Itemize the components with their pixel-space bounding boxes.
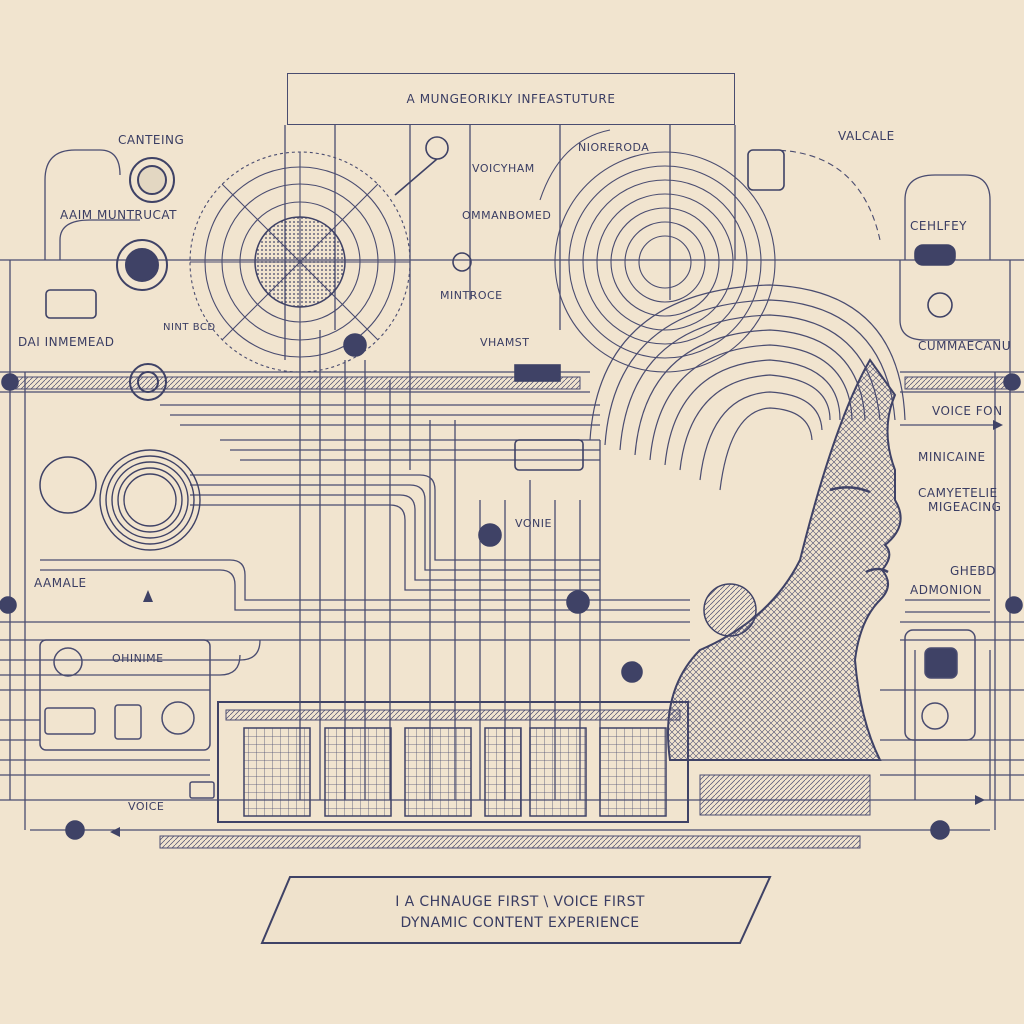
label-dai-inmemead: DAI INMEMEAD: [18, 335, 115, 349]
label-niorerod: NIORERODA: [578, 141, 650, 154]
label-nint-bcd: NINT BCD: [163, 322, 216, 333]
caption-plate: [260, 876, 772, 944]
label-voice-fon: VOICE FON: [932, 404, 1003, 418]
label-ohinime: OHINIME: [112, 652, 164, 665]
label-ghebd: GHEBD: [950, 564, 996, 578]
label-minicaine: MINICAINE: [918, 450, 986, 464]
label-vhamst: VHAMST: [480, 336, 530, 349]
caption-line-2: DYNAMIC CONTENT EXPERIENCE: [400, 915, 640, 931]
label-canteing: CANTEING: [118, 133, 185, 147]
label-vonie: VONIE: [515, 517, 552, 530]
caption-line-1: I A CHNAUGE FIRST \ VOICE FIRST: [395, 894, 645, 910]
label-mintroce: MINTROCE: [440, 289, 503, 302]
label-voice-small: VOICE: [128, 800, 165, 813]
label-cummaecanu: CUMMAECANU: [918, 339, 1012, 353]
diagram-title: A MUNGEORIKLY INFEASTUTURE: [406, 92, 616, 106]
label-ommanbomed: OMMANBOMED: [462, 209, 552, 222]
title-box: A MUNGEORIKLY INFEASTUTURE: [287, 73, 735, 125]
human-head-illustration: [589, 284, 906, 761]
label-admonion: ADMONION: [910, 583, 983, 597]
label-camyetelie: CAMYETELIE: [918, 486, 998, 500]
label-aaim-muntrucat: AAIM MUNTRUCAT: [60, 208, 178, 222]
label-migeacing: MIGEACING: [928, 500, 1002, 514]
label-voicyham: VOICYHAM: [472, 162, 535, 175]
label-aamale: AAMALE: [34, 576, 87, 590]
label-cehlfey: CEHLFEY: [910, 219, 967, 233]
label-valcale: VALCALE: [838, 129, 895, 143]
server-rack: [217, 701, 689, 823]
